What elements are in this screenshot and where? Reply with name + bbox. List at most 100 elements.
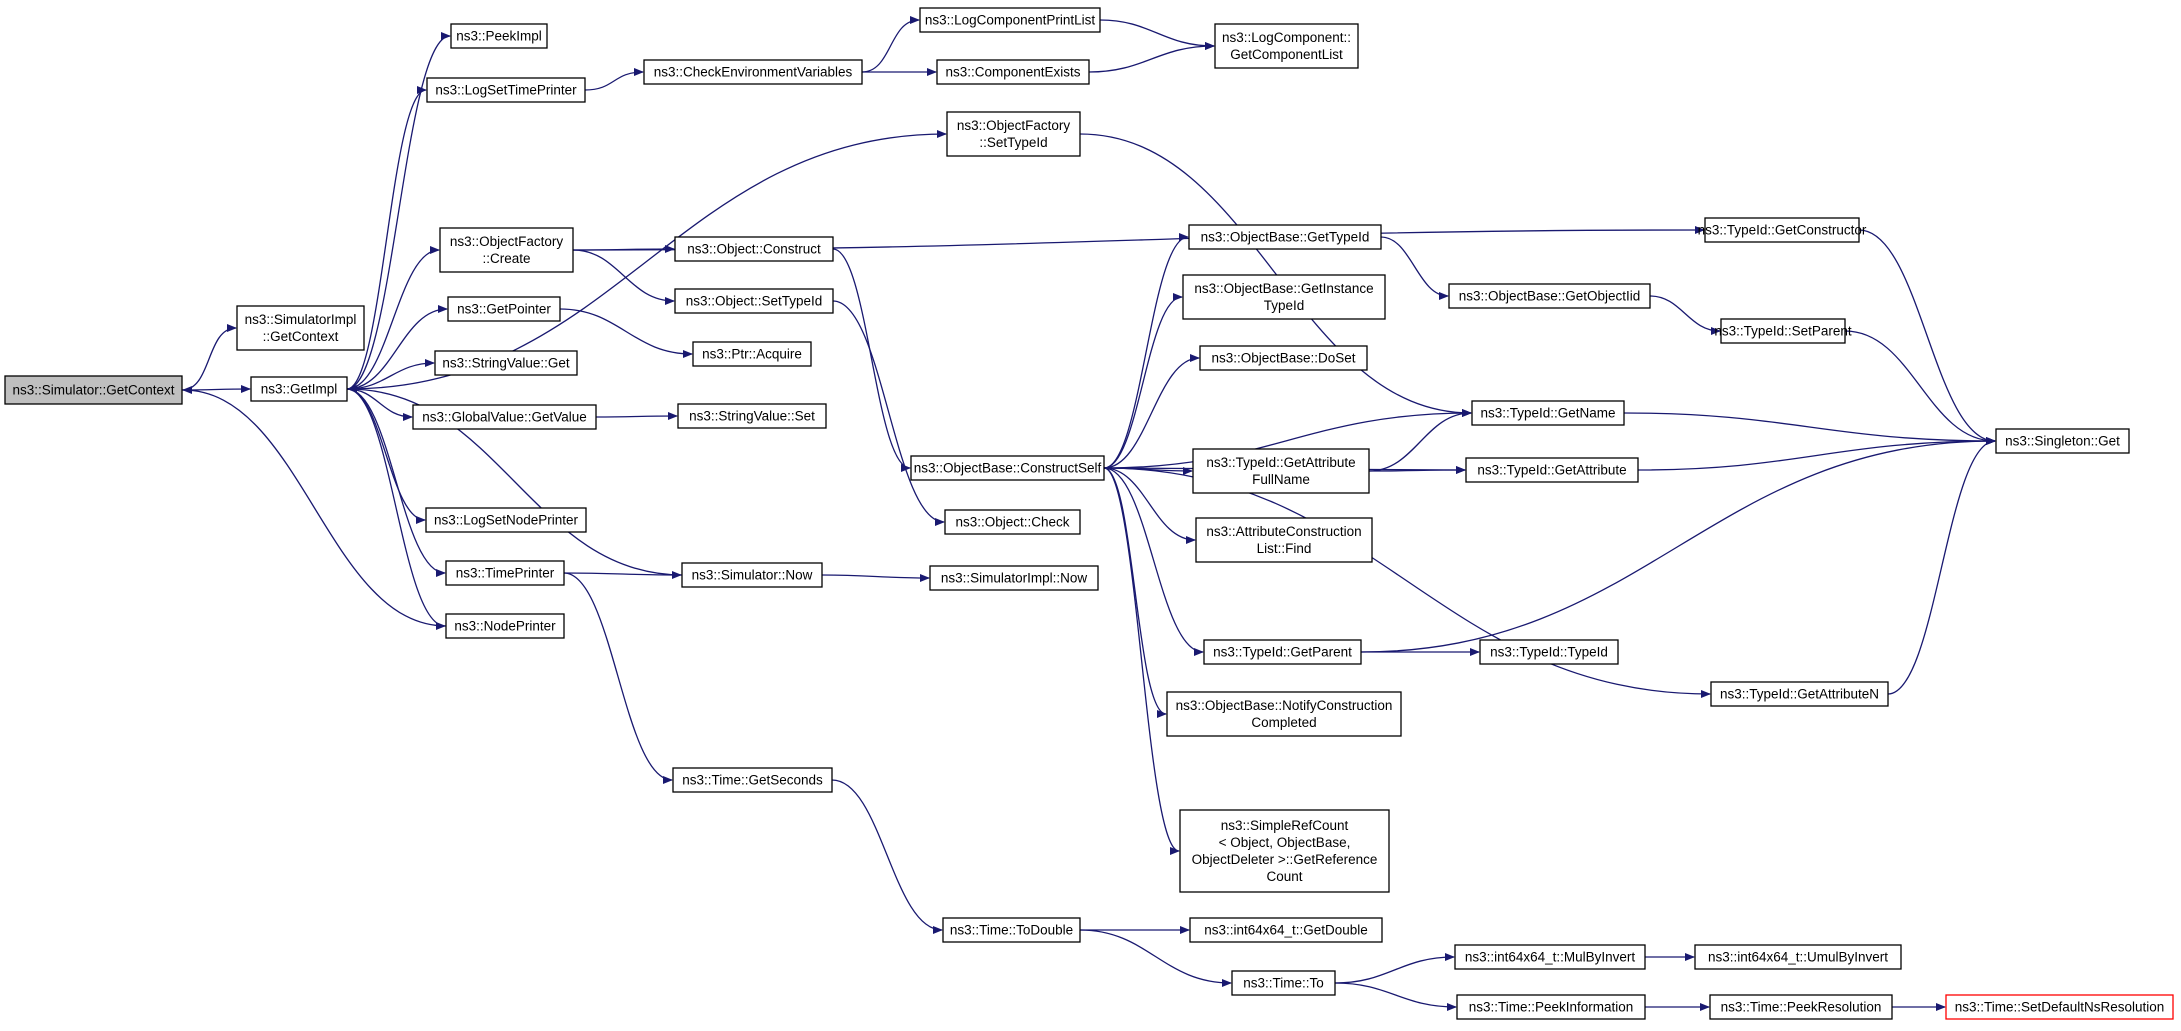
graph-node-n47[interactable]: ns3::Time::PeekResolution <box>1709 994 1893 1020</box>
graph-node-n17[interactable]: ns3::Simulator::Now <box>681 562 823 588</box>
graph-node-n43[interactable]: ns3::TypeId::GetConstructor <box>1698 217 1867 243</box>
graph-node-n18[interactable]: ns3::Time::GetSeconds <box>672 767 833 793</box>
graph-node-n14[interactable]: ns3::Object::SetTypeId <box>674 288 834 314</box>
graph-node-n29[interactable]: ns3::ObjectBase::DoSet <box>1199 345 1368 371</box>
graph-node-n11[interactable]: ns3::NodePrinter <box>445 613 565 639</box>
graph-node-n21[interactable]: ns3::ObjectFactory::SetTypeId <box>946 111 1081 157</box>
call-edge-n37-to-n44 <box>1649 295 1721 335</box>
node-label: ns3::Singleton::Get <box>2005 434 2120 449</box>
node-label: ns3::TypeId::TypeId <box>1490 645 1608 660</box>
node-label: ObjectDeleter >::GetReference <box>1192 852 1378 867</box>
call-edge-n10-to-n17 <box>563 570 682 579</box>
node-label: ns3::GlobalValue::GetValue <box>422 410 587 425</box>
node-label: ns3::AttributeConstruction <box>1206 524 1361 539</box>
graph-node-n9[interactable]: ns3::LogSetNodePrinter <box>425 507 587 533</box>
node-box <box>672 767 833 793</box>
call-edge-n22-to-n32 <box>1103 467 1204 656</box>
node-box <box>692 341 812 367</box>
graph-node-n13[interactable]: ns3::Object::Construct <box>674 236 834 262</box>
graph-node-n49[interactable]: ns3::Time::SetDefaultNsResolution <box>1945 994 2174 1020</box>
node-box <box>1189 917 1383 943</box>
graph-node-n2[interactable]: ns3::GetImpl <box>250 376 348 402</box>
node-label: ::GetContext <box>263 329 339 344</box>
graph-node-n10[interactable]: ns3::TimePrinter <box>445 560 565 586</box>
graph-node-n33[interactable]: ns3::ObjectBase::NotifyConstructionCompl… <box>1166 691 1402 737</box>
graph-node-n6[interactable]: ns3::GetPointer <box>447 296 561 322</box>
graph-node-n42[interactable]: ns3::Time::PeekInformation <box>1456 994 1646 1020</box>
node-label: ns3::CheckEnvironmentVariables <box>654 65 853 80</box>
call-edge-n22-to-n33 <box>1103 467 1167 718</box>
graph-node-n41[interactable]: ns3::int64x64_t::MulByInvert <box>1454 944 1646 970</box>
call-edge-n2-to-n6 <box>346 305 448 390</box>
graph-node-n38[interactable]: ns3::TypeId::GetName <box>1471 400 1625 426</box>
call-edge-n10-to-n18 <box>563 572 673 784</box>
graph-node-n27[interactable]: ns3::ObjectBase::GetTypeId <box>1188 224 1382 250</box>
node-box <box>919 7 1101 33</box>
node-box <box>643 59 863 85</box>
graph-node-n1[interactable]: ns3::SimulatorImpl::GetContext <box>236 305 365 351</box>
graph-node-n22[interactable]: ns3::ObjectBase::ConstructSelf <box>910 455 1105 481</box>
graph-node-n20[interactable]: ns3::ComponentExists <box>936 59 1090 85</box>
graph-node-n46[interactable]: ns3::int64x64_t::UmulByInvert <box>1694 944 1902 970</box>
call-edge-n17-to-n24 <box>821 573 930 582</box>
call-edge-n6-to-n15 <box>559 308 693 358</box>
node-label: ns3::TypeId::GetAttribute <box>1477 463 1626 478</box>
node-box <box>4 375 183 405</box>
node-label: ns3::LogComponentPrintList <box>925 13 1096 28</box>
node-box <box>447 296 561 322</box>
node-box <box>1454 944 1646 970</box>
graph-node-n16[interactable]: ns3::StringValue::Set <box>677 403 827 429</box>
graph-node-n3[interactable]: ns3::PeekImpl <box>450 23 548 49</box>
graph-node-n34[interactable]: ns3::SimpleRefCount< Object, ObjectBase,… <box>1179 809 1390 893</box>
call-edge-n2-to-n4 <box>346 86 427 390</box>
graph-node-n40[interactable]: ns3::TypeId::TypeId <box>1479 639 1619 665</box>
graph-node-n12[interactable]: ns3::CheckEnvironmentVariables <box>643 59 863 85</box>
graph-node-n19[interactable]: ns3::LogComponentPrintList <box>919 7 1101 33</box>
graph-node-n24[interactable]: ns3::SimulatorImpl::Now <box>929 565 1099 591</box>
node-label: ns3::ObjectBase::GetObjectIid <box>1459 289 1641 304</box>
node-label: ns3::Object::Construct <box>687 242 821 257</box>
call-edge-n11-to-n0 <box>182 386 447 627</box>
graph-node-n15[interactable]: ns3::Ptr::Acquire <box>692 341 812 367</box>
node-box <box>450 23 548 49</box>
node-label: ns3::TypeId::GetAttributeN <box>1720 687 1879 702</box>
node-box <box>1179 809 1390 893</box>
graph-node-n48[interactable]: ns3::Singleton::Get <box>1995 428 2130 454</box>
node-box <box>1709 994 1893 1020</box>
graph-node-n8[interactable]: ns3::GlobalValue::GetValue <box>412 404 597 430</box>
node-box <box>1471 400 1625 426</box>
node-box <box>944 509 1081 535</box>
node-label: ns3::TypeId::SetParent <box>1714 324 1852 339</box>
call-edge-n43-to-n48 <box>1858 229 1996 445</box>
call-edge-n2-to-n5 <box>346 246 440 390</box>
graph-node-n25[interactable]: ns3::Time::ToDouble <box>942 917 1081 943</box>
node-box <box>434 350 578 376</box>
graph-node-n5[interactable]: ns3::ObjectFactory::Create <box>439 227 574 273</box>
call-edge-n22-to-n28 <box>1103 293 1183 469</box>
call-edge-n17-to-n2 <box>347 385 683 576</box>
graph-node-n35[interactable]: ns3::int64x64_t::GetDouble <box>1189 917 1383 943</box>
graph-node-n7[interactable]: ns3::StringValue::Get <box>434 350 578 376</box>
node-label: ns3::int64x64_t::MulByInvert <box>1465 950 1636 965</box>
node-label: ns3::int64x64_t::GetDouble <box>1204 923 1368 938</box>
node-label: ns3::SimpleRefCount <box>1221 818 1349 833</box>
node-box <box>929 565 1099 591</box>
call-edge-n12-to-n19 <box>861 16 920 73</box>
graph-node-n45[interactable]: ns3::TypeId::GetAttributeN <box>1710 681 1889 707</box>
graph-node-n4[interactable]: ns3::LogSetTimePrinter <box>426 77 586 103</box>
call-edge-n27-to-n37 <box>1380 236 1449 300</box>
graph-node-n23[interactable]: ns3::Object::Check <box>944 509 1081 535</box>
call-edge-n25-to-n36 <box>1079 929 1232 987</box>
node-box <box>250 376 348 402</box>
graph-node-n0[interactable]: ns3::Simulator::GetContext <box>4 375 183 405</box>
graph-node-n26[interactable]: ns3::LogComponent::GetComponentList <box>1214 23 1359 69</box>
graph-node-n39[interactable]: ns3::TypeId::GetAttribute <box>1465 457 1639 483</box>
node-box <box>681 562 823 588</box>
graph-node-n37[interactable]: ns3::ObjectBase::GetObjectIid <box>1448 283 1651 309</box>
graph-node-n44[interactable]: ns3::TypeId::SetParent <box>1714 318 1852 344</box>
graph-node-n32[interactable]: ns3::TypeId::GetParent <box>1203 639 1362 665</box>
graph-node-n36[interactable]: ns3::Time::To <box>1231 970 1336 996</box>
